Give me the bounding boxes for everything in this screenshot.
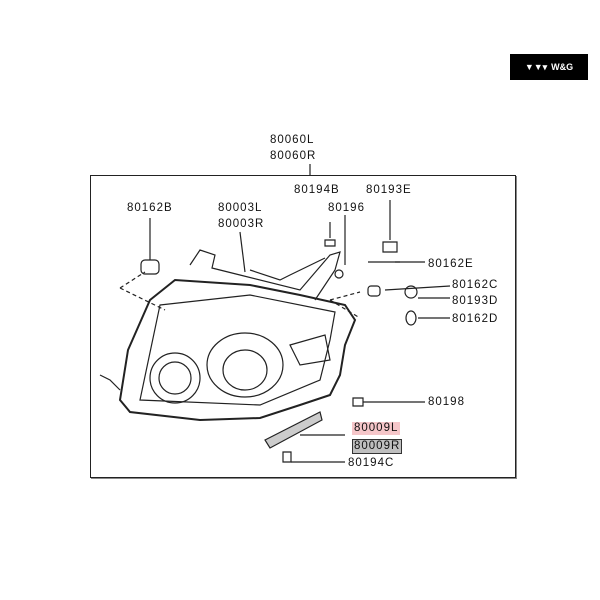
logo-icon: ▼▼▾ (524, 61, 548, 72)
part-label-80193E: 80193E (366, 184, 412, 196)
part-label-80198: 80198 (428, 396, 465, 408)
assembly-label-right: 80060R (270, 150, 317, 162)
part-label-80162B: 80162B (127, 202, 173, 214)
part-label-80009L[interactable]: 80009L (352, 422, 401, 435)
part-label-80162C: 80162C (452, 279, 499, 291)
part-label-80162E: 80162E (428, 258, 474, 270)
part-label-80003R: 80003R (218, 218, 265, 230)
part-label-80196: 80196 (328, 202, 365, 214)
part-label-80003L: 80003L (218, 202, 263, 214)
part-label-80193D: 80193D (452, 295, 499, 307)
part-label-80162D: 80162D (452, 313, 499, 325)
logo-text: W&G (551, 62, 574, 72)
assembly-label-left: 80060L (270, 134, 315, 146)
part-label-80194C: 80194C (348, 457, 395, 469)
part-label-80009R[interactable]: 80009R (352, 439, 403, 454)
diagram-frame (90, 175, 516, 478)
part-label-80194B: 80194B (294, 184, 340, 196)
brand-watermark: ▼▼▾ W&G (510, 54, 588, 80)
